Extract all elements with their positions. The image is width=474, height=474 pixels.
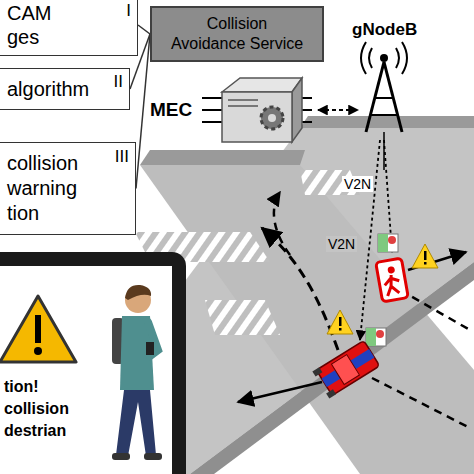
pedestrian-figure bbox=[112, 285, 162, 460]
movement-arrow bbox=[238, 192, 470, 428]
server-icon bbox=[202, 78, 312, 142]
pedestrian-phone bbox=[387, 266, 395, 274]
server-icon bbox=[228, 99, 258, 101]
gnodeb-label: gNodeB bbox=[352, 20, 417, 40]
map-icon bbox=[388, 236, 396, 244]
pedestrian-phone bbox=[383, 274, 401, 296]
mec-link bbox=[318, 109, 358, 111]
link-label: V2N bbox=[342, 176, 373, 192]
step-number: III bbox=[115, 147, 129, 167]
car bbox=[331, 355, 359, 385]
step-box: collision warning tion III bbox=[0, 142, 136, 235]
server-icon bbox=[261, 107, 283, 129]
map-icon bbox=[378, 234, 388, 252]
warning-icon bbox=[339, 317, 342, 326]
car bbox=[326, 389, 336, 398]
step-text: CAM ges bbox=[7, 1, 67, 49]
movement-arrow bbox=[400, 290, 470, 330]
antenna-tower bbox=[361, 42, 407, 74]
step-box: algorithm II bbox=[0, 68, 130, 110]
server-icon bbox=[222, 78, 302, 92]
connector-line bbox=[136, 34, 150, 189]
car bbox=[312, 340, 380, 399]
pedestrian-phone bbox=[376, 258, 409, 302]
step-text: algorithm bbox=[7, 77, 97, 101]
warning-icon bbox=[424, 262, 427, 265]
antenna-tower bbox=[361, 42, 407, 132]
warning-icon bbox=[327, 310, 353, 334]
map-icon bbox=[366, 328, 386, 346]
server-icon bbox=[202, 109, 222, 111]
road bbox=[190, 262, 474, 474]
service-box: Collision Avoidance Service bbox=[150, 6, 324, 62]
pedestrian-figure bbox=[125, 285, 151, 300]
warning-icon bbox=[424, 251, 427, 260]
car bbox=[312, 367, 322, 376]
step-box: CAM ges I bbox=[0, 0, 138, 56]
map-icon bbox=[366, 328, 376, 346]
v2n-link bbox=[383, 132, 385, 170]
pedestrian-figure bbox=[116, 390, 156, 456]
pedestrian-figure bbox=[144, 453, 162, 460]
server-icon bbox=[202, 121, 222, 123]
mec-label: MEC bbox=[150, 99, 192, 121]
step-number: I bbox=[126, 1, 131, 21]
tablet bbox=[0, 252, 186, 474]
warning-message: tion! collision destrian bbox=[4, 376, 96, 442]
road bbox=[140, 150, 305, 165]
server-icon bbox=[292, 78, 302, 142]
step-text: collision warning tion bbox=[7, 151, 107, 226]
server-icon bbox=[222, 92, 292, 142]
road bbox=[140, 165, 474, 474]
service-title: Collision Avoidance Service bbox=[170, 14, 304, 54]
v2n-link bbox=[360, 132, 392, 340]
car bbox=[316, 340, 379, 395]
road bbox=[300, 116, 474, 128]
warning-icon bbox=[0, 296, 76, 362]
car bbox=[322, 349, 375, 387]
warning-icon bbox=[35, 315, 41, 343]
warning-icon bbox=[34, 347, 42, 355]
tablet-screen: tion! collision destrian bbox=[0, 376, 100, 442]
warning-icon bbox=[339, 328, 342, 331]
pedestrian-phone bbox=[376, 258, 409, 302]
movement-arrow bbox=[238, 382, 322, 402]
server-icon bbox=[268, 114, 276, 122]
pedestrian-figure bbox=[146, 342, 154, 355]
movement-arrow bbox=[274, 192, 290, 255]
warning-icon bbox=[327, 244, 438, 334]
map-icon bbox=[376, 330, 384, 338]
tablet bbox=[0, 252, 186, 474]
map-icon bbox=[378, 234, 398, 252]
warning-icon bbox=[412, 244, 438, 268]
crosswalk bbox=[205, 300, 280, 335]
warning-icon bbox=[0, 296, 76, 362]
pedestrian-figure bbox=[112, 453, 130, 460]
antenna-tower bbox=[371, 114, 397, 116]
antenna-tower bbox=[380, 54, 388, 62]
tablet bbox=[0, 266, 172, 474]
mec-link bbox=[318, 110, 358, 111]
link-label: V2N bbox=[326, 236, 357, 252]
connector-line bbox=[138, 25, 150, 34]
movement-arrow bbox=[372, 378, 470, 428]
server-icon bbox=[228, 105, 258, 107]
antenna-tower bbox=[375, 97, 393, 99]
server-icon bbox=[202, 97, 222, 99]
v2n-link bbox=[360, 140, 380, 340]
step-number: II bbox=[114, 72, 123, 92]
